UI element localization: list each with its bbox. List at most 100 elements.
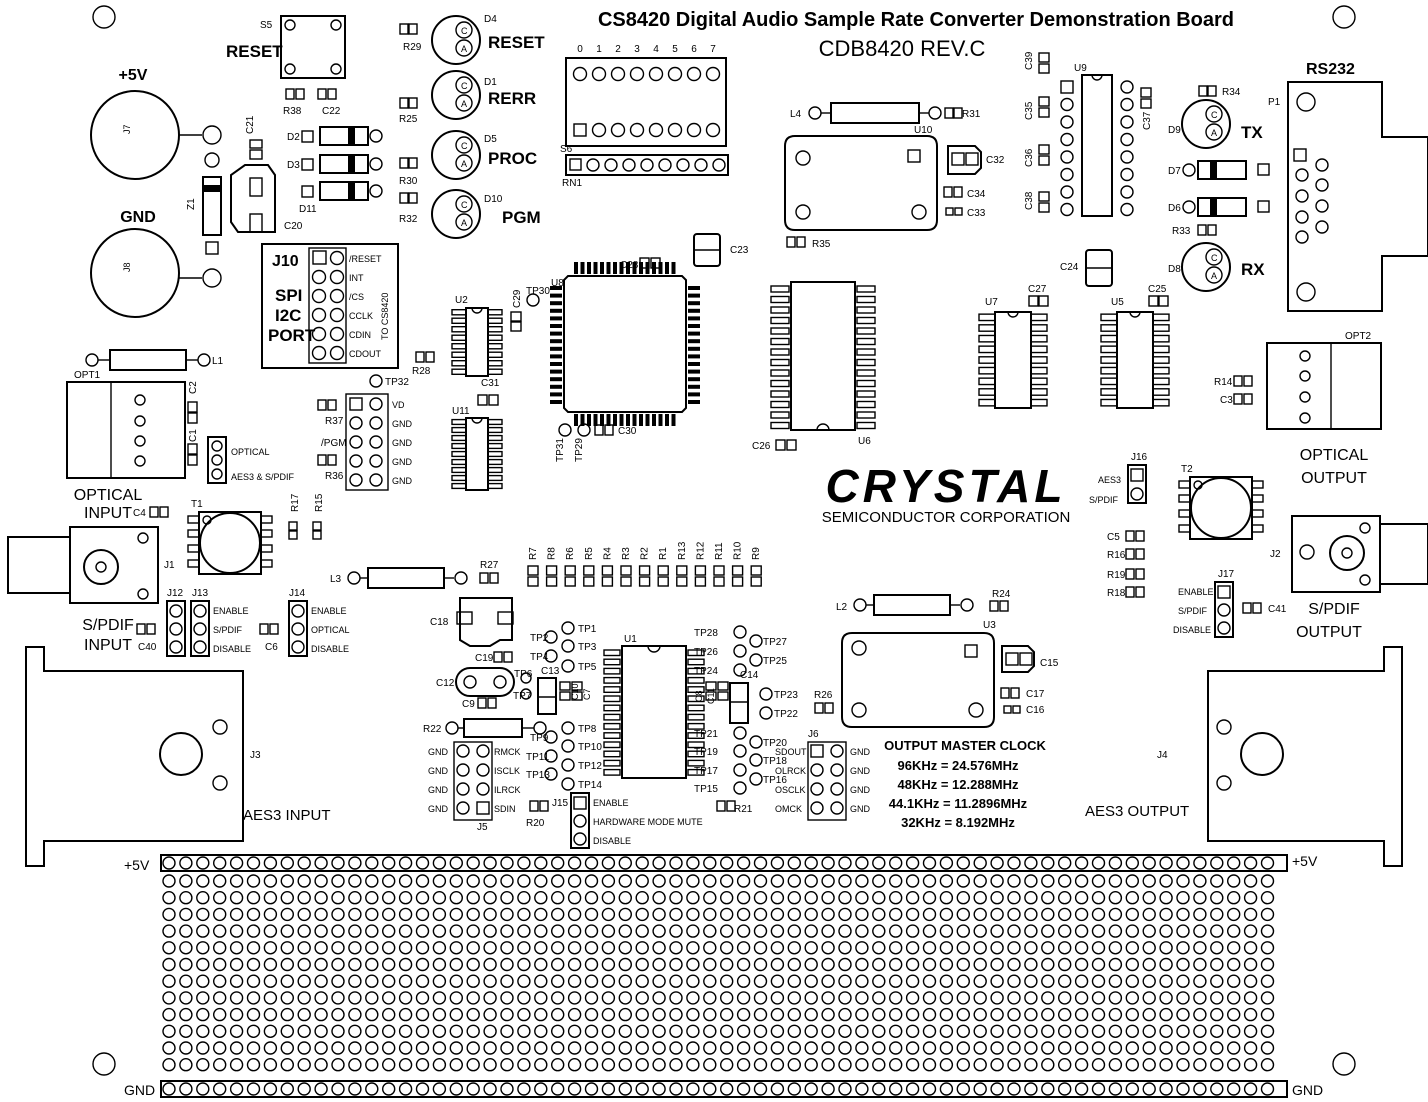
proto-hole (517, 1057, 531, 1072)
proto-hole (348, 1041, 362, 1055)
proto-hole (1041, 974, 1055, 988)
j14-option-enable: ENABLE (311, 606, 347, 616)
refdes-c28: C28 (620, 260, 639, 271)
proto-hole (922, 874, 937, 888)
rn1-pin-1 (569, 158, 582, 171)
proto-hole (889, 941, 903, 955)
proto-hole (466, 856, 480, 870)
proto-hole (162, 991, 176, 1005)
u8-pin (688, 308, 700, 313)
proto-hole (1024, 874, 1038, 888)
resistor-label: R11 (714, 542, 725, 560)
proto-hole (855, 974, 869, 988)
proto-hole (635, 974, 649, 988)
proto-hole (720, 941, 734, 955)
proto-hole (939, 907, 954, 922)
mounting-hole-bl (92, 1052, 116, 1076)
proto-hole (939, 991, 954, 1005)
u6-pad (856, 306, 876, 314)
jumper-j15[interactable] (570, 792, 590, 849)
proto-hole (720, 891, 734, 905)
refdes-j12: J12 (167, 588, 184, 599)
ic-pad (1030, 334, 1048, 343)
proto-hole (821, 874, 835, 888)
proto-hole (635, 924, 649, 938)
proto-hole (1108, 907, 1123, 922)
proto-hole (956, 1024, 970, 1039)
proto-hole (770, 974, 785, 988)
proto-hole (1226, 1057, 1241, 1072)
proto-hole (263, 1057, 278, 1072)
ic-u11 (451, 417, 503, 491)
jumper-j11[interactable] (207, 436, 227, 484)
proto-hole (331, 957, 345, 972)
proto-hole (517, 907, 531, 922)
proto-hole (1226, 1082, 1241, 1096)
proto-hole (331, 891, 345, 905)
proto-hole (1176, 1007, 1190, 1022)
proto-hole (415, 1007, 430, 1022)
refdes-u10: U10 (914, 125, 933, 136)
jumper-j12[interactable] (166, 600, 186, 657)
dip-pin (686, 122, 702, 138)
ic-pad (1030, 356, 1048, 364)
ic-notch (1007, 311, 1019, 318)
refdes-j16: J16 (1131, 452, 1148, 463)
proto-hole (212, 991, 227, 1005)
proto-hole (601, 1041, 616, 1055)
proto-hole (449, 1057, 463, 1072)
svg-text:D2: D2 (287, 132, 300, 143)
proto-gnd-left: GND (124, 1082, 155, 1098)
ic-pad (978, 388, 996, 396)
j5-left-label: GND (428, 785, 449, 795)
proto-hole (432, 974, 447, 988)
proto-hole (415, 991, 430, 1005)
ic-pad (451, 334, 467, 342)
jumper-j13[interactable] (190, 600, 210, 657)
diode-d6: D6 (1168, 197, 1270, 217)
proto-hole (787, 891, 801, 905)
proto-hole (1142, 941, 1156, 955)
proto-hole (686, 1024, 700, 1039)
u1-body (621, 645, 687, 779)
jumper-j14[interactable] (288, 600, 308, 657)
u6-pad (770, 411, 790, 419)
svg-text:D1: D1 (484, 77, 497, 88)
spdif-input-label-2: INPUT (84, 637, 132, 654)
jumper-j17[interactable] (1214, 581, 1234, 638)
proto-hole (1074, 874, 1089, 888)
reset-switch-s5[interactable] (280, 15, 346, 79)
proto-hole (973, 856, 987, 870)
proto-hole (703, 941, 717, 955)
proto-hole (382, 924, 396, 938)
proto-hole (1057, 891, 1072, 905)
proto-hole (483, 924, 497, 938)
jumper-j16[interactable] (1127, 464, 1147, 504)
proto-hole (196, 974, 210, 988)
resistor-pad (750, 565, 762, 576)
proto-hole (720, 991, 734, 1005)
proto-hole (331, 907, 345, 922)
ic-pad (1100, 345, 1118, 354)
proto-hole (821, 991, 835, 1005)
proto-hole (314, 891, 328, 905)
plus5v-label: +5V (119, 67, 148, 84)
refdes-s6: S6 (560, 144, 573, 155)
proto-hole (838, 957, 852, 972)
j9-pin (349, 416, 363, 430)
proto-hole (1024, 907, 1038, 922)
proto-hole (855, 1057, 869, 1072)
ic-pad (1152, 324, 1170, 332)
j9-left-r36: R36 (325, 471, 344, 482)
tp7-label: TP7 (513, 691, 532, 702)
proto-hole (686, 1082, 700, 1096)
proto-hole (348, 891, 362, 905)
proto-hole (1024, 957, 1038, 972)
u6-pad (770, 295, 790, 304)
proto-hole (314, 991, 328, 1005)
proto-hole (534, 924, 548, 938)
proto-hole (1142, 856, 1156, 870)
clock-table-heading: OUTPUT MASTER CLOCK (884, 738, 1046, 753)
test-point-label: TP5 (578, 662, 597, 673)
